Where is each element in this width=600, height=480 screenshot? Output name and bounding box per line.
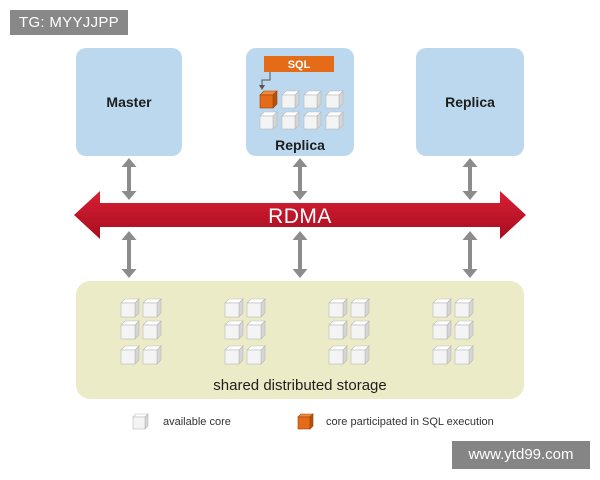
available-core	[303, 90, 322, 109]
sql-connector	[261, 72, 271, 86]
rdma-storage-arrow	[462, 231, 478, 278]
rdma-bus-arrow	[74, 191, 526, 239]
shared-storage-box	[76, 281, 524, 399]
replica-right-label: Replica	[445, 94, 495, 110]
storage-core	[224, 320, 244, 340]
storage-core	[454, 320, 474, 340]
storage-core	[454, 345, 474, 365]
storage-core	[224, 345, 244, 365]
sql-connector-arrowhead	[259, 85, 265, 90]
node-rdma-arrow	[462, 158, 478, 200]
available-core	[325, 111, 344, 130]
storage-core	[350, 320, 370, 340]
rdma-label: RDMA	[268, 205, 332, 228]
storage-core-grid	[120, 298, 474, 365]
storage-core	[120, 298, 140, 318]
legend-participated-label: core participated in SQL execution	[326, 416, 494, 428]
watermark-bottom: www.ytd99.com	[452, 441, 590, 469]
sql-label: SQL	[288, 59, 311, 71]
active-core	[259, 90, 278, 109]
rdma-storage-arrow	[292, 231, 308, 278]
replica-node-right	[416, 48, 524, 156]
rdma-storage-arrows	[121, 231, 478, 278]
legend-participated-core-icon	[297, 413, 314, 430]
storage-core	[432, 345, 452, 365]
legend-participated-cube-shape	[297, 413, 314, 430]
node-rdma-arrows	[121, 158, 478, 200]
available-core	[303, 111, 322, 130]
legend-available-cube-shape	[132, 413, 149, 430]
legend-available-core-icon	[132, 413, 149, 430]
storage-core	[328, 320, 348, 340]
node-rdma-arrow	[292, 158, 308, 200]
storage-core	[246, 298, 266, 318]
storage-core	[142, 345, 162, 365]
available-core	[325, 90, 344, 109]
available-core	[281, 90, 300, 109]
replica-core-grid	[259, 90, 344, 130]
replica-center-label: Replica	[275, 137, 325, 153]
storage-core	[350, 298, 370, 318]
storage-core	[350, 345, 370, 365]
storage-core	[328, 345, 348, 365]
master-node	[76, 48, 182, 156]
sql-box	[264, 56, 334, 72]
legend-available-label: available core	[163, 416, 231, 428]
storage-core	[328, 298, 348, 318]
rdma-storage-arrow	[121, 231, 137, 278]
storage-core	[246, 345, 266, 365]
storage-core	[224, 298, 244, 318]
storage-core	[454, 298, 474, 318]
storage-core	[142, 298, 162, 318]
master-label: Master	[106, 94, 152, 110]
available-core	[259, 111, 278, 130]
watermark-top: TG: MYYJJPP	[10, 10, 128, 35]
storage-label: shared distributed storage	[213, 377, 386, 394]
available-core	[281, 111, 300, 130]
storage-core	[432, 298, 452, 318]
storage-core	[432, 320, 452, 340]
storage-core	[120, 345, 140, 365]
storage-core	[142, 320, 162, 340]
storage-core	[246, 320, 266, 340]
node-rdma-arrow	[121, 158, 137, 200]
storage-core	[120, 320, 140, 340]
